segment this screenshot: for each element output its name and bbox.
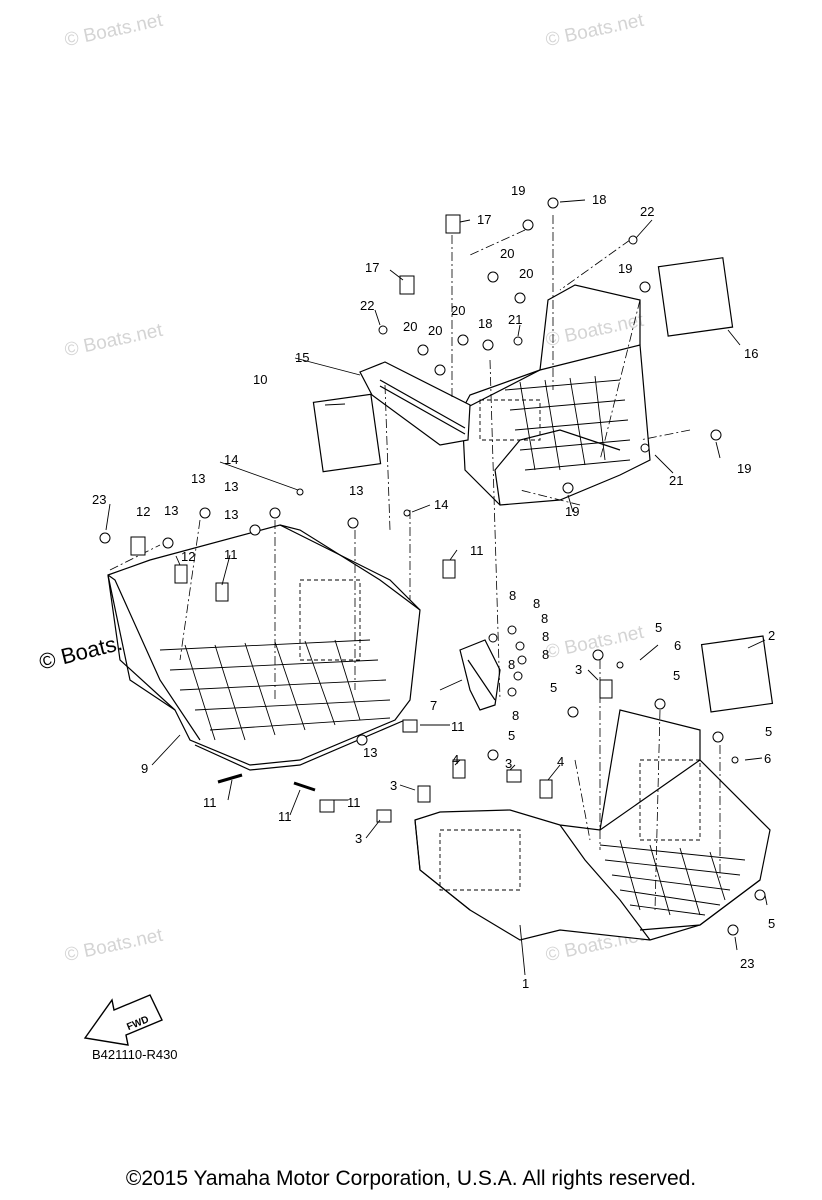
callout-11: 11 <box>347 795 361 810</box>
callout-18: 18 <box>478 316 492 331</box>
callout-5: 5 <box>765 724 772 739</box>
callout-11: 11 <box>278 809 292 824</box>
callout-6: 6 <box>674 638 681 653</box>
callout-10: 10 <box>253 372 267 387</box>
callout-5: 5 <box>550 680 557 695</box>
callout-13: 13 <box>224 479 238 494</box>
lower-floor-hidden-lines <box>439 759 701 891</box>
callout-20: 20 <box>451 303 465 318</box>
callout-22: 22 <box>360 298 374 313</box>
rear-tray-grid <box>504 375 631 471</box>
callout-12: 12 <box>136 504 150 519</box>
callout-22: 22 <box>640 204 654 219</box>
fwd-arrow-icon <box>83 994 163 1046</box>
callout-11: 11 <box>203 795 217 810</box>
callout-2: 2 <box>768 628 775 643</box>
callout-9: 9 <box>141 761 148 776</box>
lower-floor-panel <box>414 709 771 941</box>
callout-15: 15 <box>295 350 309 365</box>
callout-19: 19 <box>737 461 751 476</box>
callout-5: 5 <box>508 728 515 743</box>
callout-23: 23 <box>92 492 106 507</box>
callout-13: 13 <box>224 507 238 522</box>
rear-panel-15 <box>359 361 471 446</box>
callout-13: 13 <box>191 471 205 486</box>
callout-3: 3 <box>575 662 582 677</box>
diagram-code: B421110-R430 <box>92 1047 178 1062</box>
callout-17: 17 <box>365 260 379 275</box>
callout-7: 7 <box>430 698 437 713</box>
callout-8: 8 <box>541 611 548 626</box>
callout-8: 8 <box>542 647 549 662</box>
callout-13: 13 <box>363 745 377 760</box>
callout-4: 4 <box>452 752 459 767</box>
callout-1: 1 <box>522 976 529 991</box>
callout-13: 13 <box>164 503 178 518</box>
callout-21: 21 <box>669 473 683 488</box>
copyright-notice: ©2015 Yamaha Motor Corporation, U.S.A. A… <box>125 1167 697 1190</box>
lower-floor-grid <box>599 839 746 916</box>
mat-16 <box>657 257 734 337</box>
callout-12: 12 <box>181 549 195 564</box>
fasteners <box>99 197 766 936</box>
callout-8: 8 <box>512 708 519 723</box>
front-floor-panel <box>107 524 421 771</box>
bracket-7 <box>459 639 501 711</box>
callout-5: 5 <box>768 916 775 931</box>
callout-13: 13 <box>349 483 363 498</box>
front-floor-hidden-lines <box>299 399 541 661</box>
callout-3: 3 <box>505 756 512 771</box>
callout-19: 19 <box>565 504 579 519</box>
callout-11: 11 <box>470 543 484 558</box>
callout-5: 5 <box>673 668 680 683</box>
callout-20: 20 <box>403 319 417 334</box>
callout-11: 11 <box>451 719 465 734</box>
callout-8: 8 <box>533 596 540 611</box>
callout-20: 20 <box>500 246 514 261</box>
callout-21: 21 <box>508 312 522 327</box>
callout-11: 11 <box>224 547 238 562</box>
callout-6: 6 <box>764 751 771 766</box>
callout-23: 23 <box>740 956 754 971</box>
callout-18: 18 <box>592 192 606 207</box>
callout-labels: 1 2 3 3 3 3 4 4 5 5 5 5 5 5 6 6 7 8 8 8 … <box>92 183 775 991</box>
callout-8: 8 <box>509 588 516 603</box>
callout-16: 16 <box>744 346 758 361</box>
assembly-lines <box>109 215 721 911</box>
callout-14: 14 <box>434 497 448 512</box>
callout-3: 3 <box>390 778 397 793</box>
callout-14: 14 <box>224 452 238 467</box>
leader-lines <box>105 199 768 976</box>
callout-8: 8 <box>508 657 515 672</box>
mat-10 <box>312 393 382 473</box>
callout-8: 8 <box>542 629 549 644</box>
callout-20: 20 <box>519 266 533 281</box>
callout-19: 19 <box>618 261 632 276</box>
front-floor-grid <box>159 639 391 741</box>
callout-19: 19 <box>511 183 525 198</box>
callout-5: 5 <box>655 620 662 635</box>
callout-3: 3 <box>355 831 362 846</box>
callout-4: 4 <box>557 754 564 769</box>
callout-17: 17 <box>477 212 491 227</box>
mat-2 <box>700 635 774 713</box>
callout-20: 20 <box>428 323 442 338</box>
